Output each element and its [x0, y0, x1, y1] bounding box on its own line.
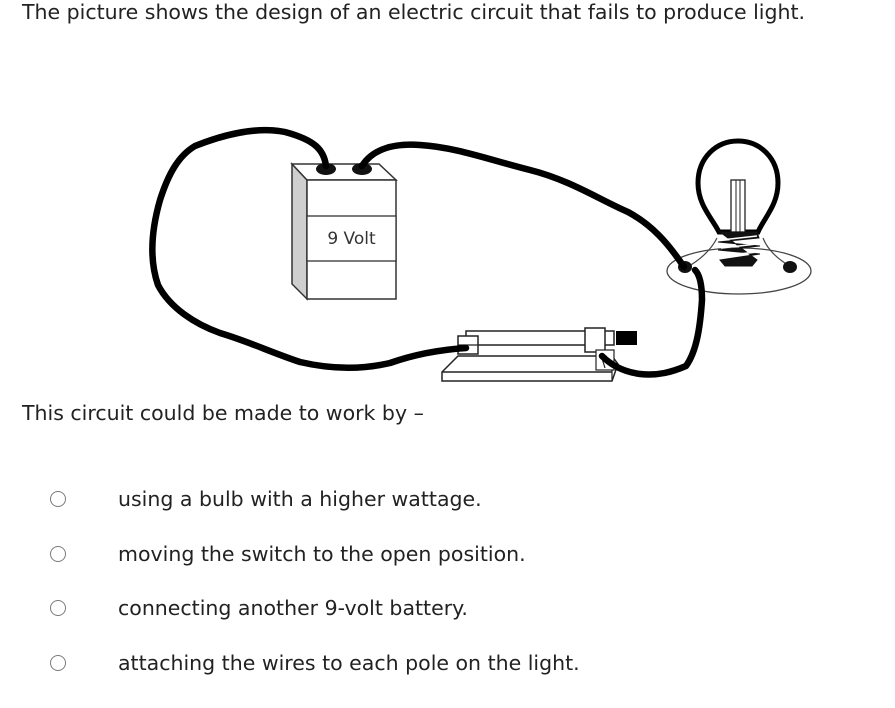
choice-label: attaching the wires to each pole on the …: [118, 651, 580, 675]
wire-battery-to-bulb: [358, 141, 688, 271]
radio-button[interactable]: [50, 546, 66, 562]
radio-button[interactable]: [50, 600, 66, 616]
choice-a[interactable]: using a bulb with a higher wattage.: [46, 485, 746, 515]
choice-label: connecting another 9-volt battery.: [118, 596, 468, 620]
radio-button[interactable]: [50, 491, 66, 507]
switch: [441, 327, 637, 382]
question-stem: The picture shows the design of an elect…: [22, 0, 806, 24]
choice-c[interactable]: connecting another 9-volt battery.: [46, 594, 746, 624]
choice-label: moving the switch to the open position.: [118, 542, 526, 566]
wire-switch-to-bulb: [598, 266, 706, 378]
choice-d[interactable]: attaching the wires to each pole on the …: [46, 649, 746, 679]
circuit-diagram: 9 Volt: [149, 126, 812, 382]
wire-battery-to-switch: [149, 126, 470, 371]
choice-b[interactable]: moving the switch to the open position.: [46, 540, 746, 570]
radio-button[interactable]: [50, 655, 66, 671]
choice-label: using a bulb with a higher wattage.: [118, 487, 482, 511]
wires: [149, 126, 706, 378]
battery: 9 Volt: [290, 162, 398, 301]
question-prompt: This circuit could be made to work by –: [22, 401, 424, 425]
light-bulb: [666, 138, 812, 295]
battery-label: 9 Volt: [327, 229, 376, 249]
